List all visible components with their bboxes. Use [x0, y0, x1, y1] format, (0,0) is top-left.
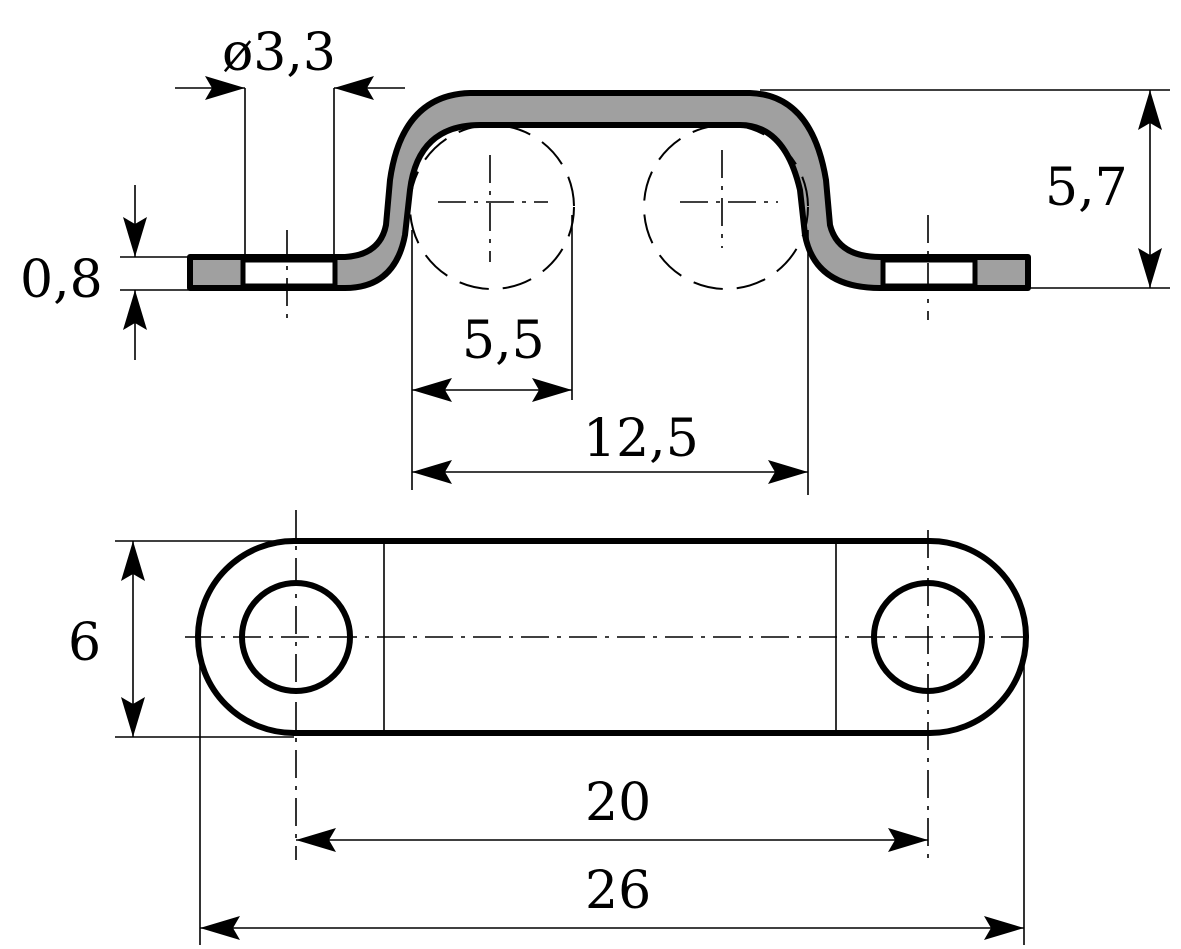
arrow-icon	[334, 76, 374, 100]
arrow-icon	[984, 916, 1024, 940]
right-hole-section	[880, 257, 978, 289]
arrow-icon	[768, 460, 808, 484]
top-view: 6 20 26	[68, 510, 1035, 945]
cable-right	[643, 124, 809, 290]
arrow-icon	[888, 828, 928, 852]
arrow-icon	[121, 697, 145, 737]
clamp-profile-fill	[190, 93, 1028, 288]
dim-width: 6	[68, 613, 101, 673]
arrow-icon	[123, 290, 147, 330]
arrow-icon	[1138, 90, 1162, 130]
dim-thickness: 0,8	[20, 250, 103, 310]
arrow-icon	[532, 378, 572, 402]
arrow-icon	[200, 916, 240, 940]
dim-height: 5,7	[1045, 158, 1128, 218]
arrow-icon	[1138, 248, 1162, 288]
arrow-icon	[296, 828, 336, 852]
clamp-outline-top	[195, 538, 1029, 736]
dim-hole-spacing: 20	[585, 773, 651, 833]
dim-overall-length: 26	[585, 861, 651, 921]
arrow-icon	[123, 217, 147, 257]
arrow-icon	[121, 541, 145, 581]
arrow-icon	[412, 378, 452, 402]
clamp-profile-outer	[187, 90, 1031, 291]
dim-cable-diameter: 5,5	[462, 311, 545, 371]
cable-left	[409, 124, 575, 290]
dim-inner-width: 12,5	[583, 409, 699, 469]
left-hole-section	[240, 257, 338, 289]
arrow-icon	[412, 460, 452, 484]
side-view: ø3,3 0,8 5,7 5,5 12,5	[20, 23, 1170, 495]
dim-hole-diameter: ø3,3	[222, 23, 336, 83]
arrow-icon	[205, 76, 245, 100]
